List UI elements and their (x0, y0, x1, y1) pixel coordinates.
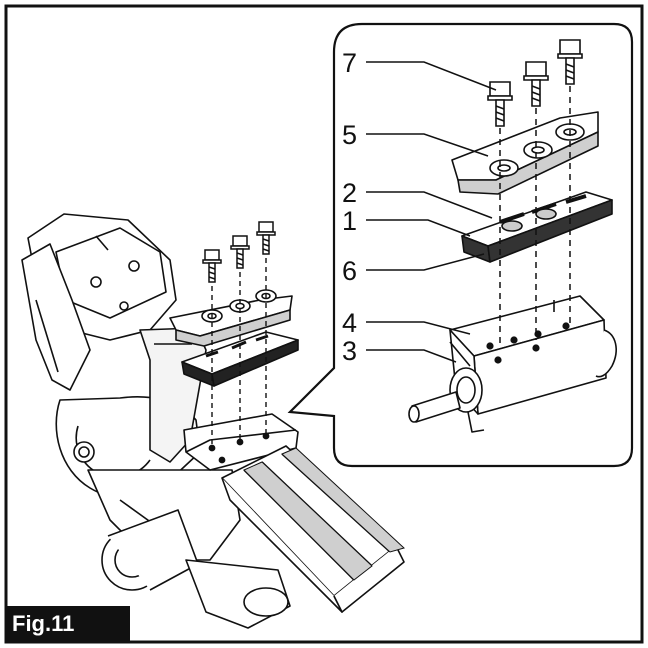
callout-4: 4 (342, 308, 357, 338)
callout-5: 5 (342, 120, 357, 150)
small-alignment-dashes (211, 258, 267, 446)
inset-alignment-dashes (499, 86, 571, 346)
small-bolts (202, 221, 276, 283)
callout-7: 7 (342, 48, 357, 78)
callout-1: 1 (342, 206, 357, 236)
figure-frame (4, 4, 644, 644)
inset-bolts (487, 39, 583, 127)
inset-blade-cover (451, 111, 599, 195)
figure-label: Fig.11 (6, 606, 130, 642)
callout-3: 3 (342, 336, 357, 366)
sole-plate-shading (243, 447, 405, 581)
machine-body (21, 213, 405, 629)
callout-6: 6 (342, 256, 357, 286)
callout-2: 2 (342, 178, 357, 208)
detail-inset: 7 5 2 1 6 4 3 (287, 22, 634, 468)
leader-lines (366, 61, 497, 363)
cutter-block (408, 295, 617, 433)
